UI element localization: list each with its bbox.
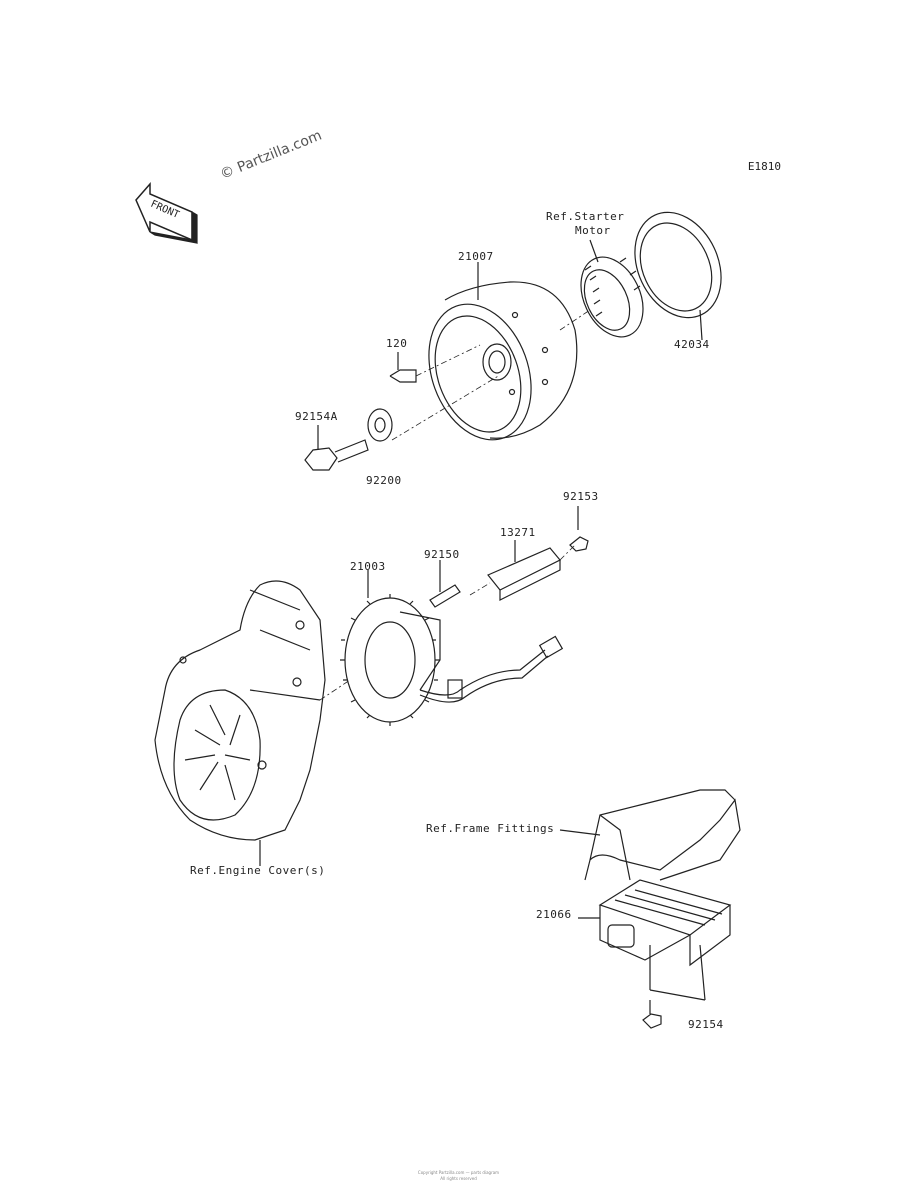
label-ref-engine-cover: Ref.Engine Cover(s): [190, 864, 326, 877]
wire-harness: [419, 635, 564, 703]
leader-lines: [319, 309, 591, 701]
bolt-92154: [642, 944, 706, 1029]
footer-line-1: Copyright Partzilla.com — parts diagram: [417, 1170, 500, 1175]
bolt-92154a: [304, 425, 369, 471]
label-ref-starter-motor-1: Ref.Starter: [546, 210, 625, 223]
front-arrow-icon: FRONT: [135, 182, 198, 245]
part-21007-rotor: [428, 262, 578, 441]
label-ref-frame-fittings: Ref.Frame Fittings: [426, 822, 555, 835]
regulator-21066: [578, 879, 732, 967]
label-92154: 92154: [688, 1018, 724, 1031]
label-92154a: 92154A: [295, 410, 338, 423]
footer-line-2: All rights reserved: [440, 1176, 477, 1181]
engine-cover: [154, 580, 326, 866]
label-92150: 92150: [424, 548, 460, 561]
label-ref-starter-motor-2: Motor: [575, 224, 611, 237]
label-13271: 13271: [500, 526, 536, 539]
part-42034-ring: [634, 211, 722, 341]
frame-bracket: [559, 789, 741, 881]
label-92153: 92153: [563, 490, 599, 503]
label-42034: 42034: [674, 338, 710, 351]
pickup-coil-13271: [487, 540, 561, 601]
bolt-92153: [569, 506, 589, 552]
label-21003: 21003: [350, 560, 386, 573]
label-21066: 21066: [536, 908, 572, 921]
bolt-120: [389, 352, 417, 383]
bolt-92150: [429, 560, 461, 608]
label-92200: 92200: [366, 474, 402, 487]
starter-clutch: [580, 239, 644, 338]
stator-21003: [340, 570, 441, 726]
footer: Copyright Partzilla.com — parts diagram …: [0, 1170, 917, 1182]
label-120: 120: [386, 337, 408, 350]
diagram-code: E1810: [747, 160, 781, 173]
label-21007: 21007: [458, 250, 494, 263]
washer-92200: [367, 408, 393, 442]
